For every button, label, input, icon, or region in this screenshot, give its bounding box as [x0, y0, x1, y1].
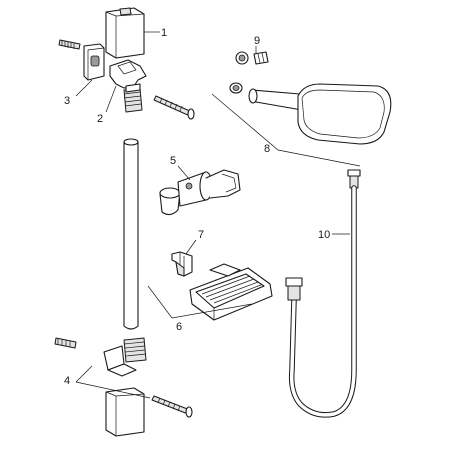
part-5-shower-holder — [159, 169, 241, 216]
callout-4: 4 — [64, 375, 70, 387]
callout-9: 9 — [254, 35, 260, 47]
leader-4 — [75, 365, 93, 383]
part-4-wall-plug — [54, 337, 77, 349]
part-6-soap-dish — [189, 263, 273, 321]
leader-6 — [147, 285, 253, 319]
leader-4b — [75, 381, 151, 399]
leader-2 — [105, 85, 117, 113]
slide-rail — [123, 138, 139, 330]
callout-10: 10 — [318, 229, 330, 241]
part-7-hose-clip — [171, 251, 193, 277]
leader-5 — [177, 165, 191, 181]
part-1-top-bracket-cover — [105, 7, 145, 59]
leader-3 — [75, 79, 93, 97]
callout-3: 3 — [64, 95, 70, 107]
callout-6: 6 — [176, 321, 182, 333]
callout-5: 5 — [170, 155, 176, 167]
leader-8 — [211, 93, 361, 167]
leader-7 — [185, 239, 197, 255]
callout-7: 7 — [198, 229, 204, 241]
part-2-top-rail-holder — [109, 59, 147, 113]
part-9-flow-limiter — [229, 51, 269, 94]
callout-8: 8 — [264, 143, 270, 155]
part-10-shower-hose — [285, 169, 361, 418]
callout-1: 1 — [161, 27, 167, 39]
callout-2: 2 — [97, 113, 103, 125]
part-4-bottom-bracket-cover — [105, 387, 145, 437]
part-8-hand-shower — [248, 83, 392, 145]
part-4-wall-screw — [151, 395, 193, 418]
part-3-wall-plug-and-plate — [58, 39, 105, 81]
part-4-bottom-rail-holder — [103, 337, 147, 377]
part-2-wall-screw — [153, 95, 195, 120]
